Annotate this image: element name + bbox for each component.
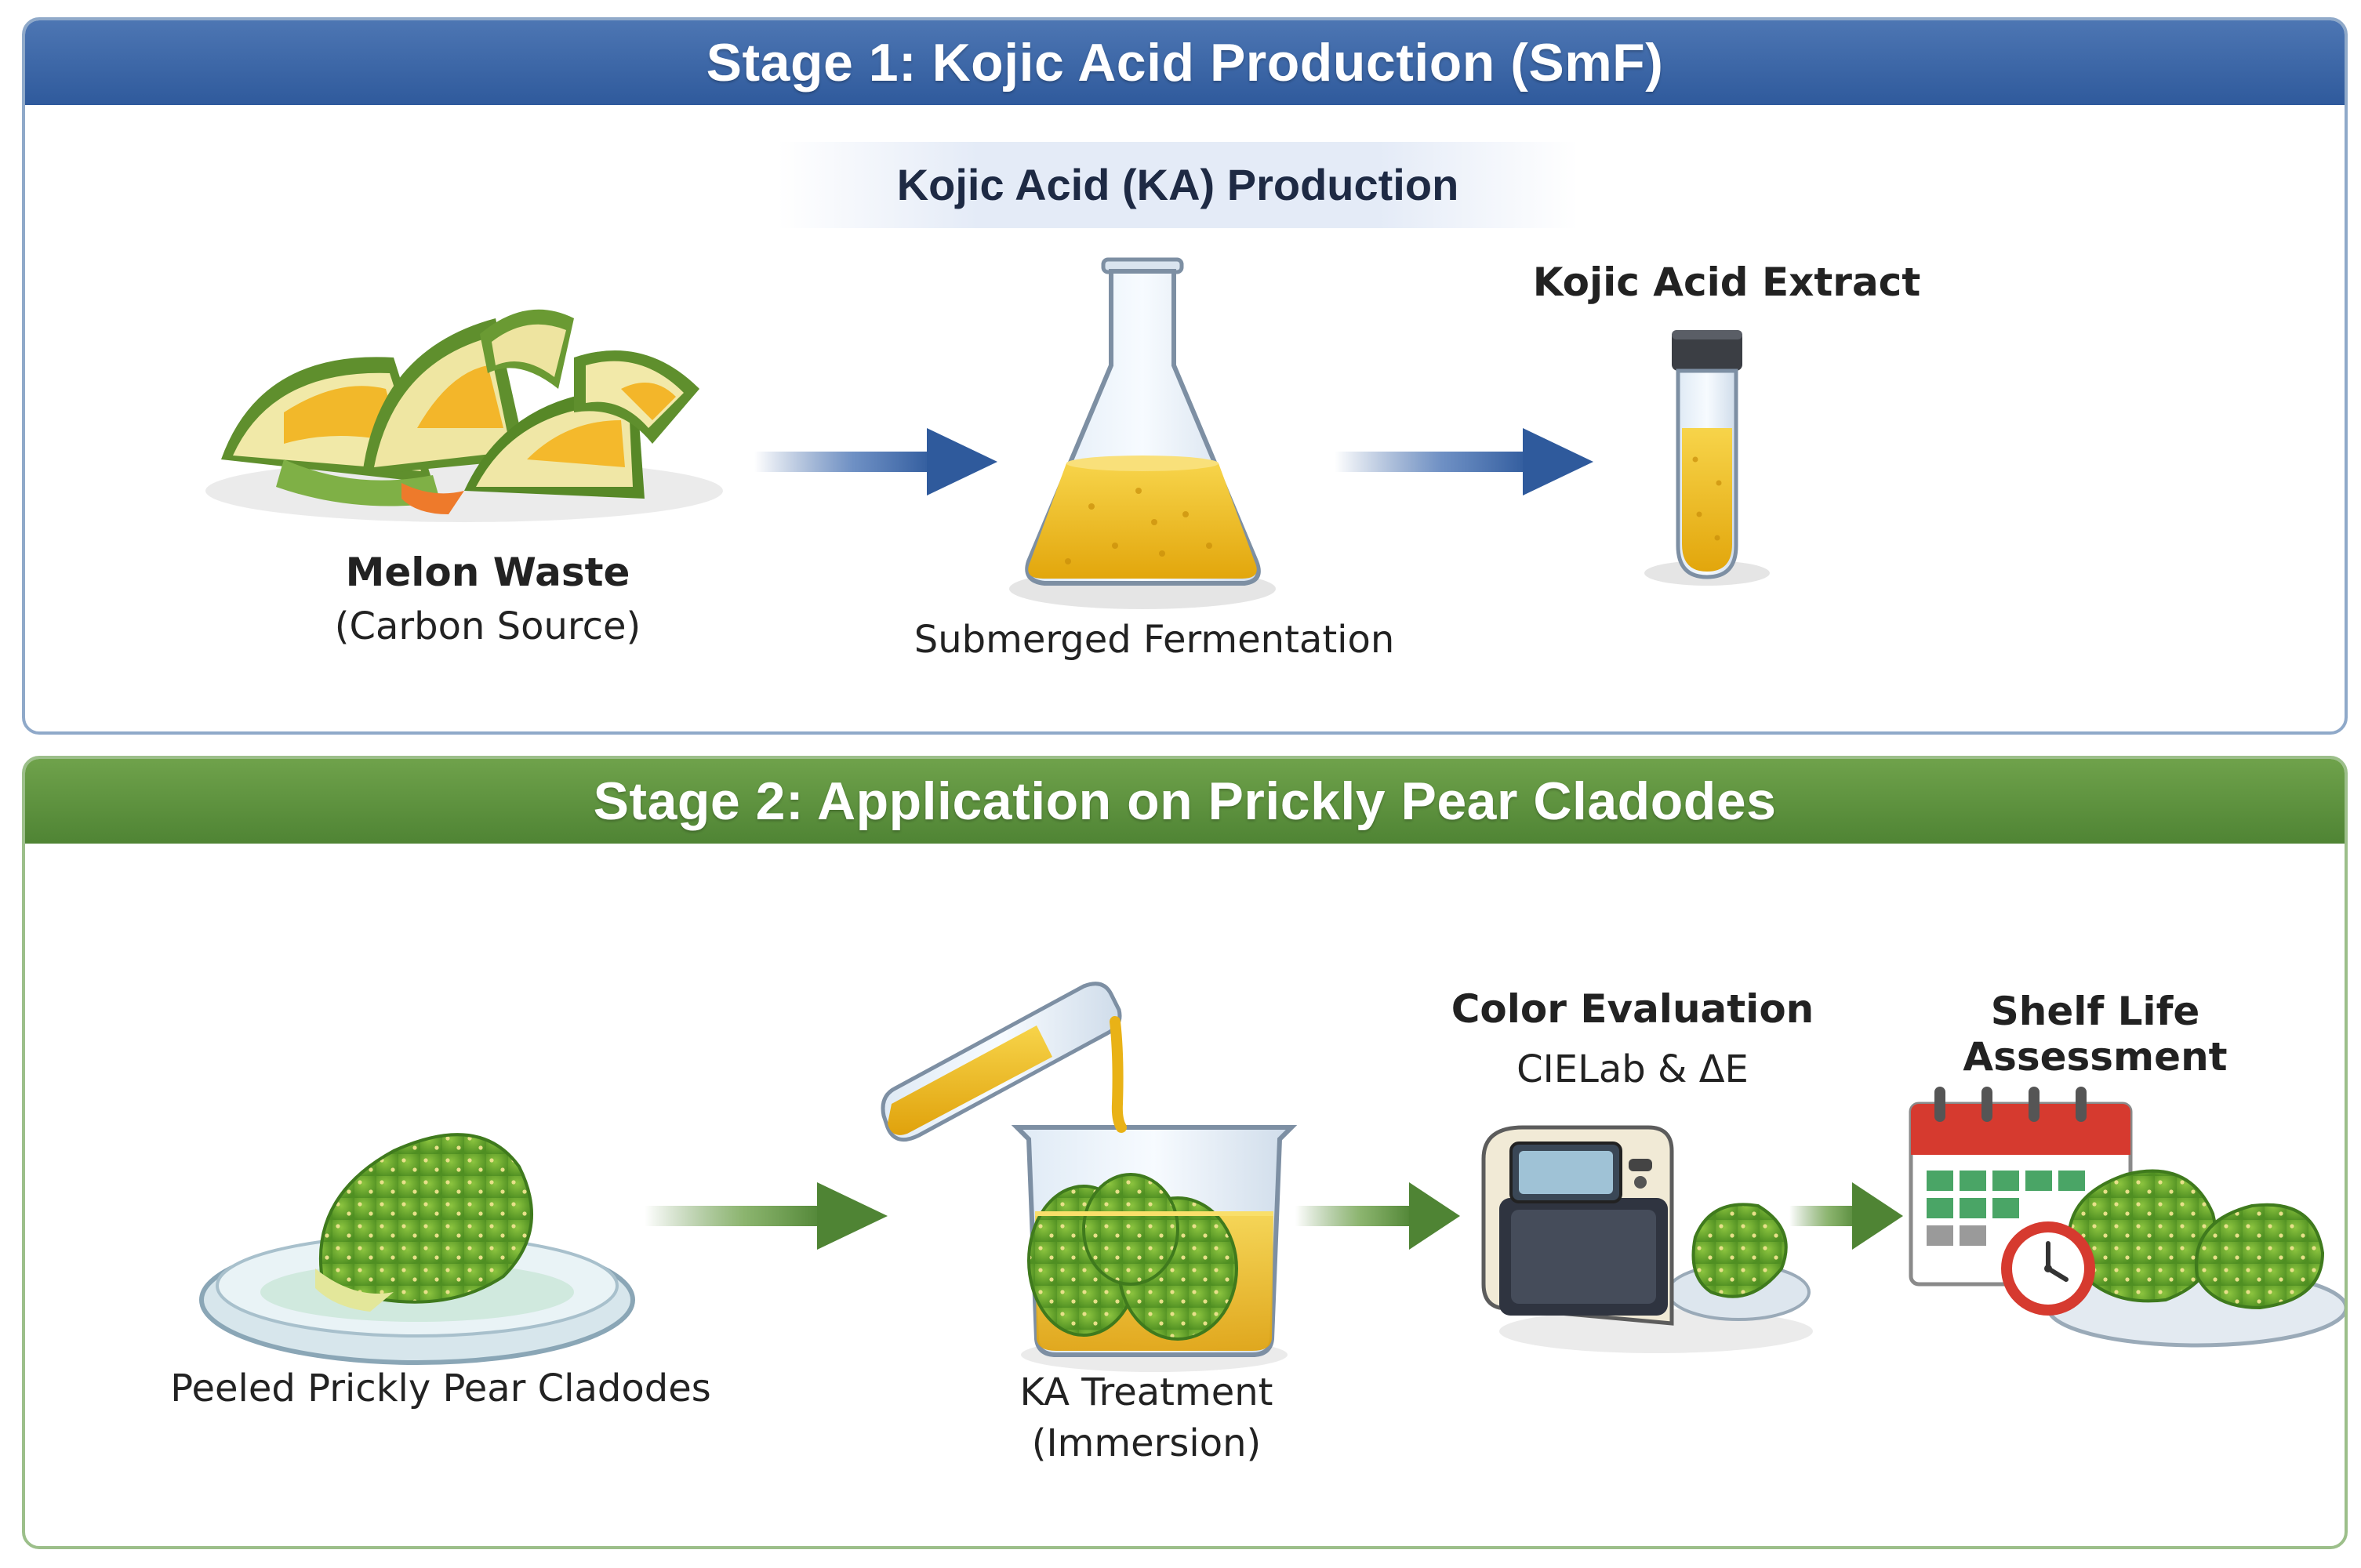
melon-waste-icon: [205, 309, 723, 522]
stage1-panel: Stage 1: Kojic Acid Production (SmF) Koj…: [22, 17, 2348, 735]
extract-label: Kojic Acid Extract: [1532, 260, 1921, 305]
color-evaluation-label: Color Evaluation: [1451, 986, 1814, 1032]
fermentation-label: Submerged Fermentation: [914, 618, 1395, 662]
stage1-arrow-1: [754, 428, 997, 495]
erlenmeyer-flask-icon: [1009, 257, 1276, 609]
test-tube-icon: [1644, 330, 1770, 586]
stage2-illustrations: [199, 982, 2345, 1372]
beaker-icon: [1011, 1125, 1298, 1372]
pouring-tube-icon: [881, 982, 1127, 1142]
stage1-illustrations: [205, 257, 1770, 609]
stage2-panel: Stage 2: Application on Prickly Pear Cla…: [22, 756, 2348, 1549]
colorimeter-icon: [1481, 1125, 1813, 1353]
stage2-arrow-3: [1789, 1182, 1903, 1250]
stage1-header: Stage 1: Kojic Acid Production (SmF): [25, 20, 2345, 105]
color-evaluation-sublabel: CIELab & ΔE: [1516, 1047, 1749, 1091]
plated-cladodes-icon: [2046, 1169, 2345, 1348]
stage1-arrow-2: [1335, 428, 1593, 495]
treatment-label: KA Treatment: [1019, 1370, 1273, 1414]
stage1-subtitle: Kojic Acid (KA) Production: [778, 142, 1578, 228]
melon-waste-label: Melon Waste: [345, 550, 630, 595]
stage2-header: Stage 2: Application on Prickly Pear Cla…: [25, 759, 2345, 844]
stage2-arrow-2: [1295, 1182, 1460, 1250]
clock-icon: [2001, 1221, 2095, 1316]
melon-waste-sublabel: (Carbon Source): [334, 604, 641, 648]
peeled-cladode-icon: [315, 1133, 533, 1312]
stage2-arrow-1: [645, 1182, 888, 1250]
peeled-cladodes-label: Peeled Prickly Pear Cladodes: [170, 1367, 711, 1410]
shelf-life-label: Shelf Life Assessment: [1963, 989, 2228, 1080]
treatment-sublabel: (Immersion): [1031, 1421, 1262, 1465]
